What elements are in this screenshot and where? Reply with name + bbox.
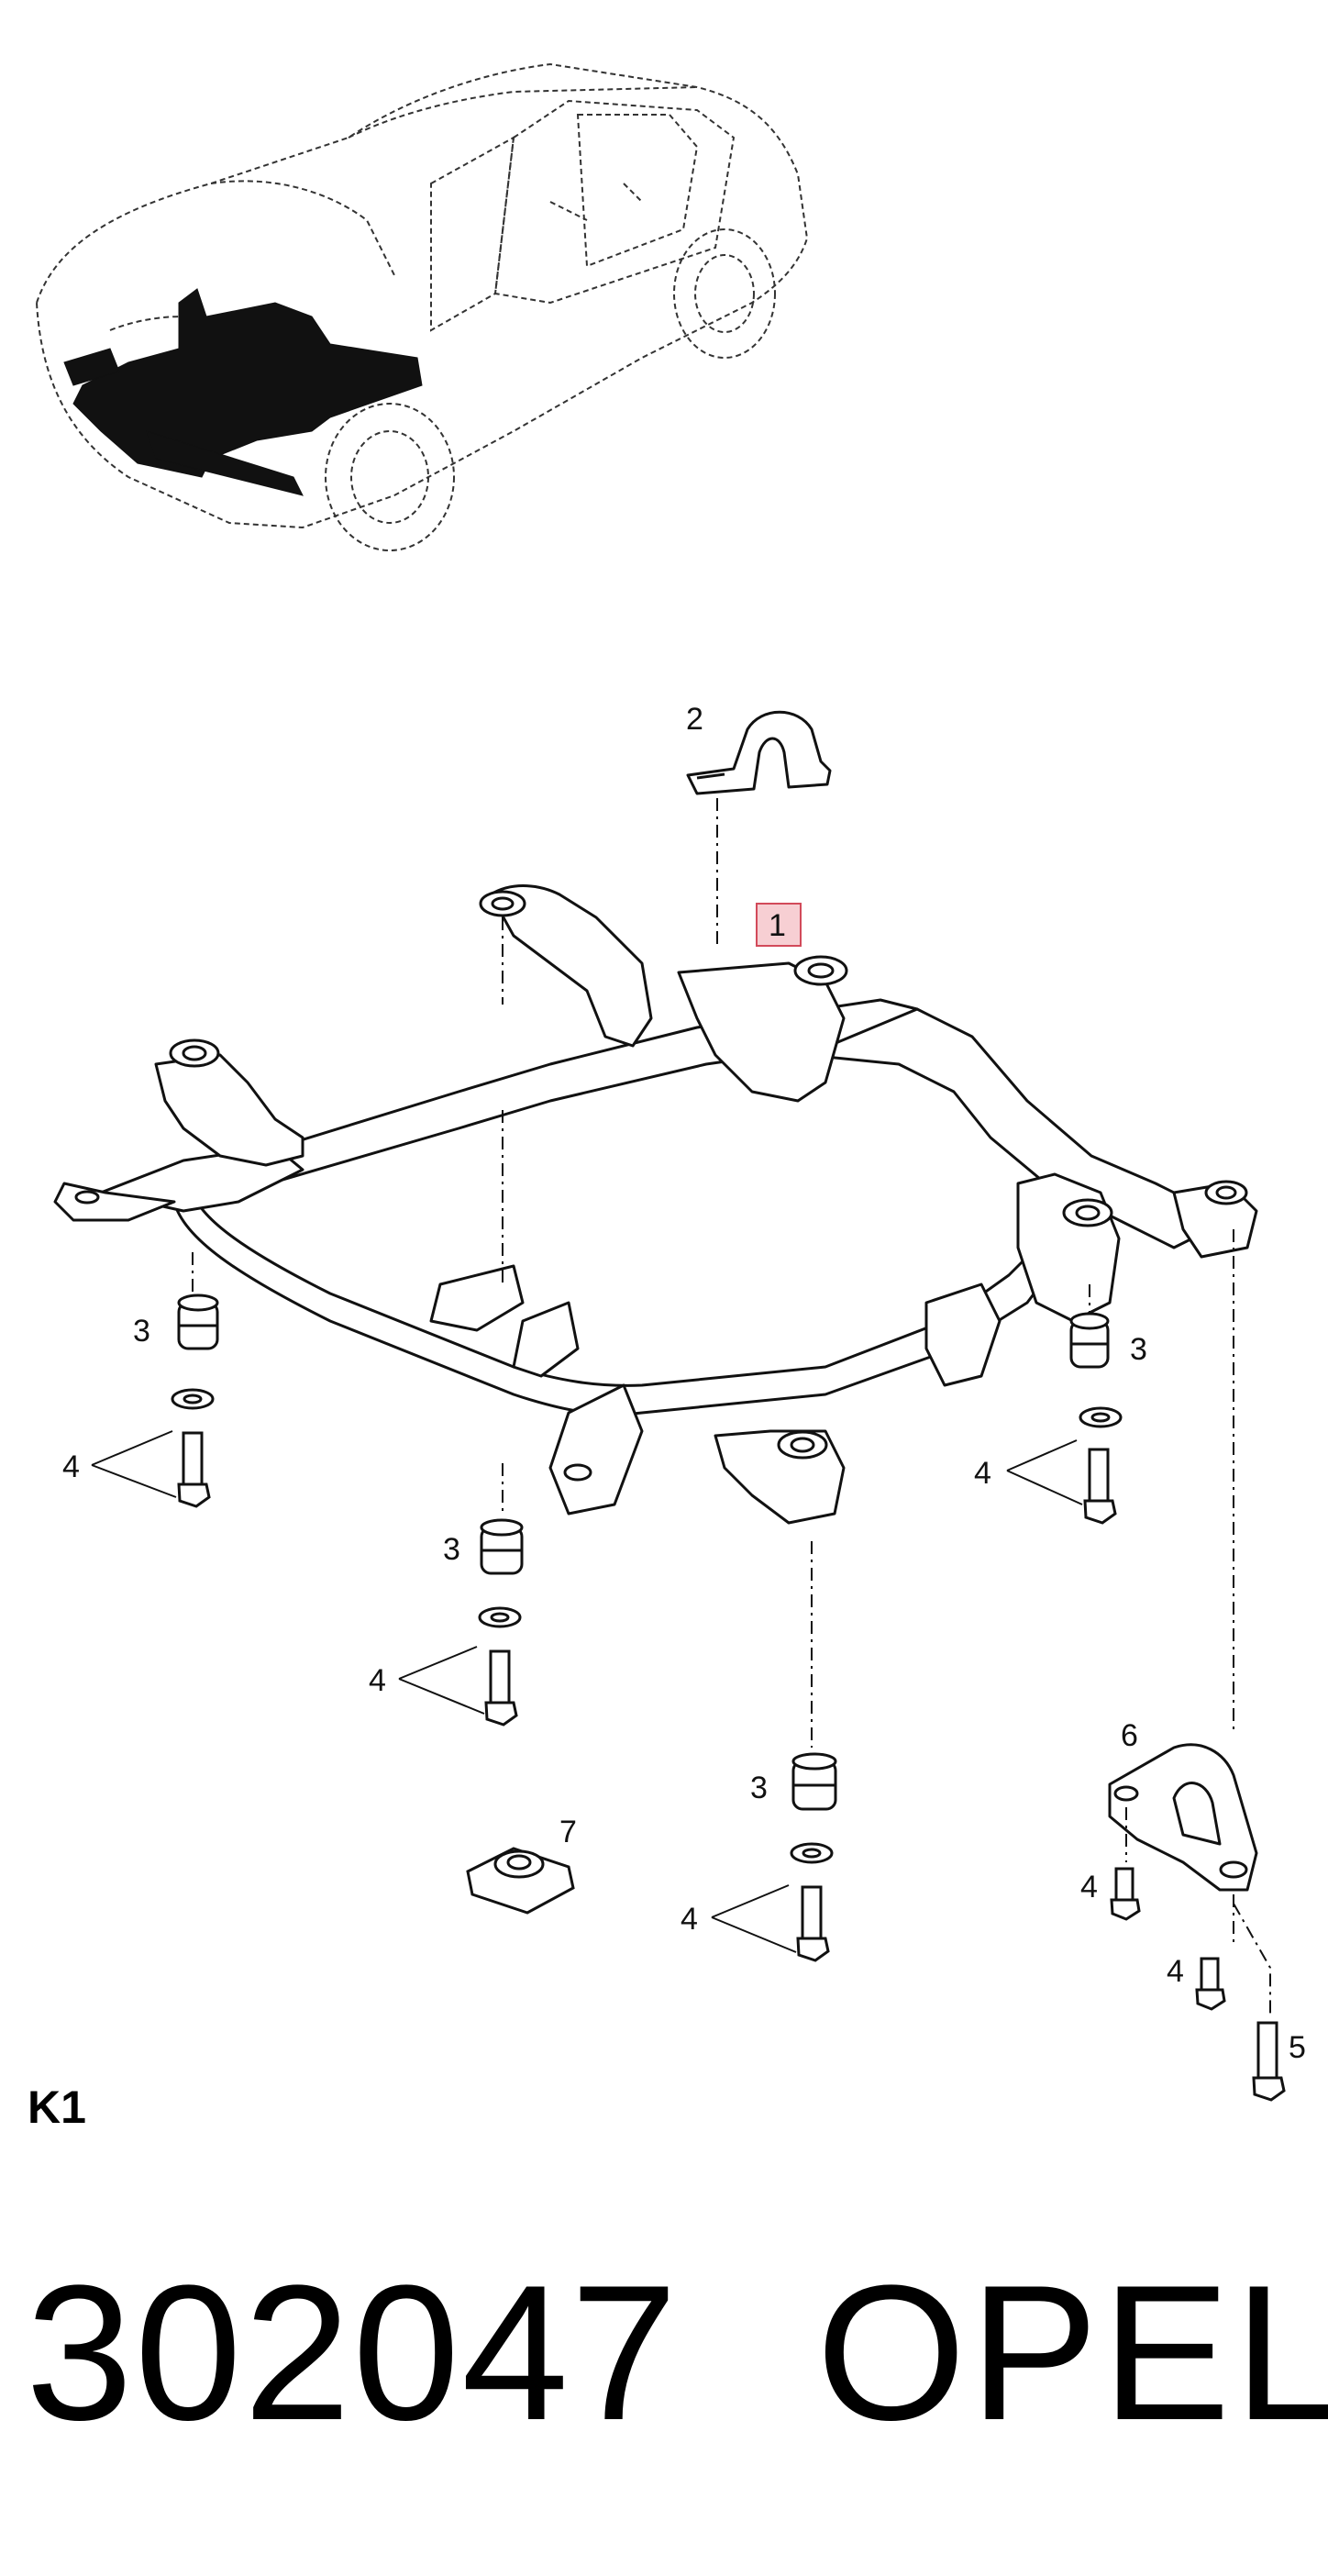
part-number: 302047 — [26, 2245, 680, 2460]
leader-lines — [91, 1430, 1083, 1953]
callout-4-right: 4 — [974, 1456, 991, 1491]
callout-4-centre: 4 — [681, 1902, 698, 1937]
cap-part-7 — [466, 1847, 575, 1915]
callout-6: 6 — [1121, 1718, 1138, 1753]
callout-5: 5 — [1289, 2030, 1306, 2065]
washers-and-bolts — [171, 1388, 1226, 2011]
bracket-plate-part-6 — [1108, 1743, 1258, 1892]
bushing-centre — [791, 1752, 837, 1811]
bolt-part-5 — [1252, 2021, 1286, 2102]
callouts: 1 2 3 3 3 3 4 4 4 4 4 4 5 6 7 — [62, 702, 1306, 2065]
stabilizer-clamp — [686, 710, 832, 795]
callout-4-bracket-lower: 4 — [1167, 1954, 1184, 1989]
subframe-highlight — [63, 288, 423, 496]
callout-3-left-lower: 3 — [443, 1532, 460, 1567]
car-outline — [35, 62, 809, 551]
bushing-right — [1069, 1312, 1110, 1369]
brand-name: OPEL — [816, 2245, 1328, 2460]
bushing-left-lower — [480, 1518, 524, 1575]
callout-2: 2 — [686, 702, 703, 737]
callout-3-right: 3 — [1130, 1332, 1147, 1367]
callout-7: 7 — [559, 1815, 577, 1849]
section-code: K1 — [28, 2082, 86, 2133]
callout-4-left-lower: 4 — [369, 1663, 386, 1698]
callout-3-left-upper: 3 — [133, 1314, 150, 1349]
bushing-left-upper — [177, 1294, 219, 1350]
subframe-bushings — [74, 890, 1248, 1482]
callout-3-centre: 3 — [750, 1771, 768, 1805]
subframe — [53, 884, 1258, 1525]
callout-1-highlight — [756, 903, 802, 947]
callout-1: 1 — [769, 908, 786, 943]
callout-4-left-upper: 4 — [62, 1449, 80, 1484]
callout-4-bracket-upper: 4 — [1080, 1870, 1098, 1904]
rubber-bushings — [177, 1294, 1110, 1811]
assembly-lines — [192, 798, 1271, 2014]
